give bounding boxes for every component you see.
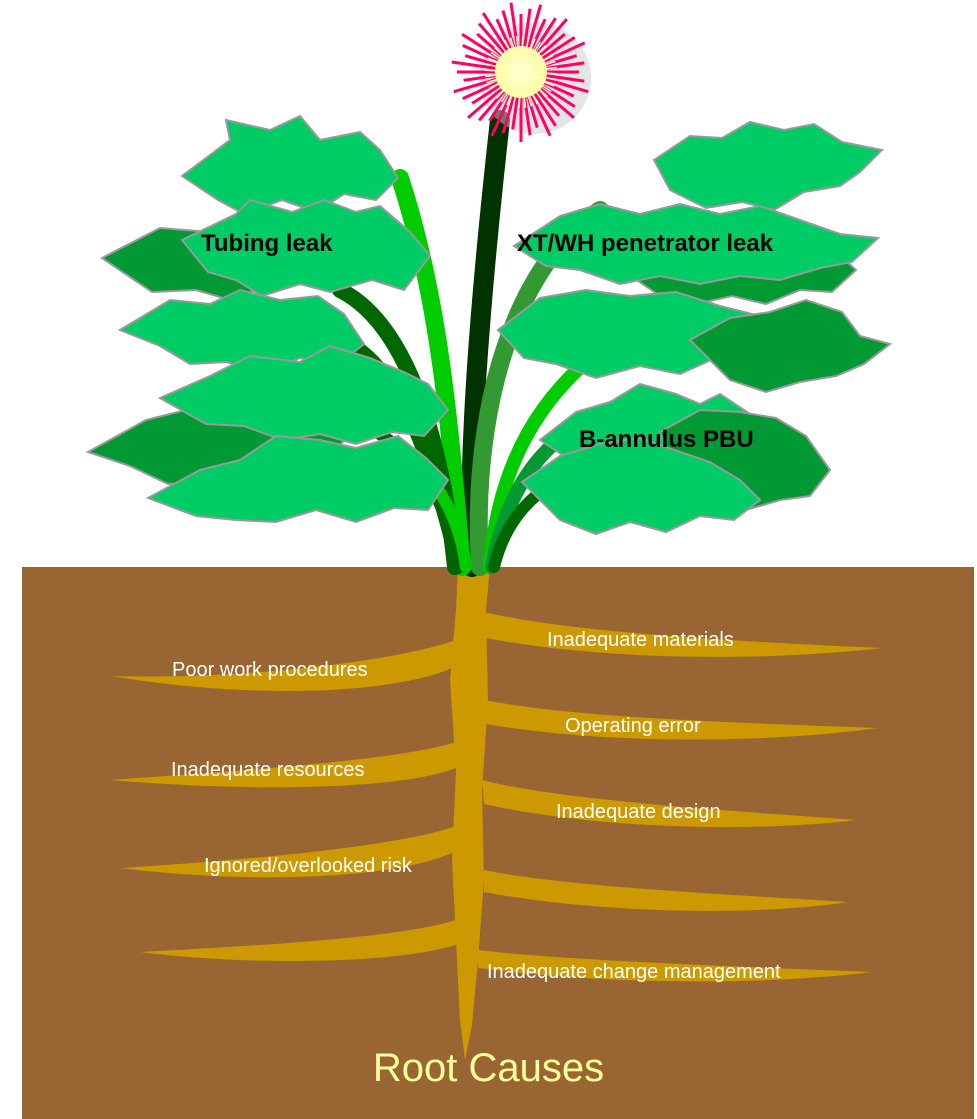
root-causes-title: Root Causes: [0, 1048, 977, 1088]
symptom-label-xt-wh-penetrator-leak: XT/WH penetrator leak: [517, 232, 773, 256]
flower: [452, 3, 591, 142]
leaf-right-1: [654, 122, 882, 210]
symptom-label-b-annulus-pbu: B-annulus PBU: [579, 428, 754, 452]
symptom-label-tubing-leak: Tubing leak: [201, 232, 333, 256]
cause-label-inadequate-materials: Inadequate materials: [547, 630, 734, 650]
cause-label-poor-work-procedures: Poor work procedures: [172, 660, 368, 680]
cause-label-operating-error: Operating error: [565, 716, 701, 736]
cause-label-inadequate-resources: Inadequate resources: [171, 760, 364, 780]
leaf-left-1: [182, 116, 398, 214]
cause-label-inadequate-design: Inadequate design: [556, 802, 721, 822]
cause-label-ignored-overlooked-risk: Ignored/overlooked risk: [204, 856, 412, 876]
cause-label-inadequate-change-management: Inadequate change management: [487, 962, 781, 982]
